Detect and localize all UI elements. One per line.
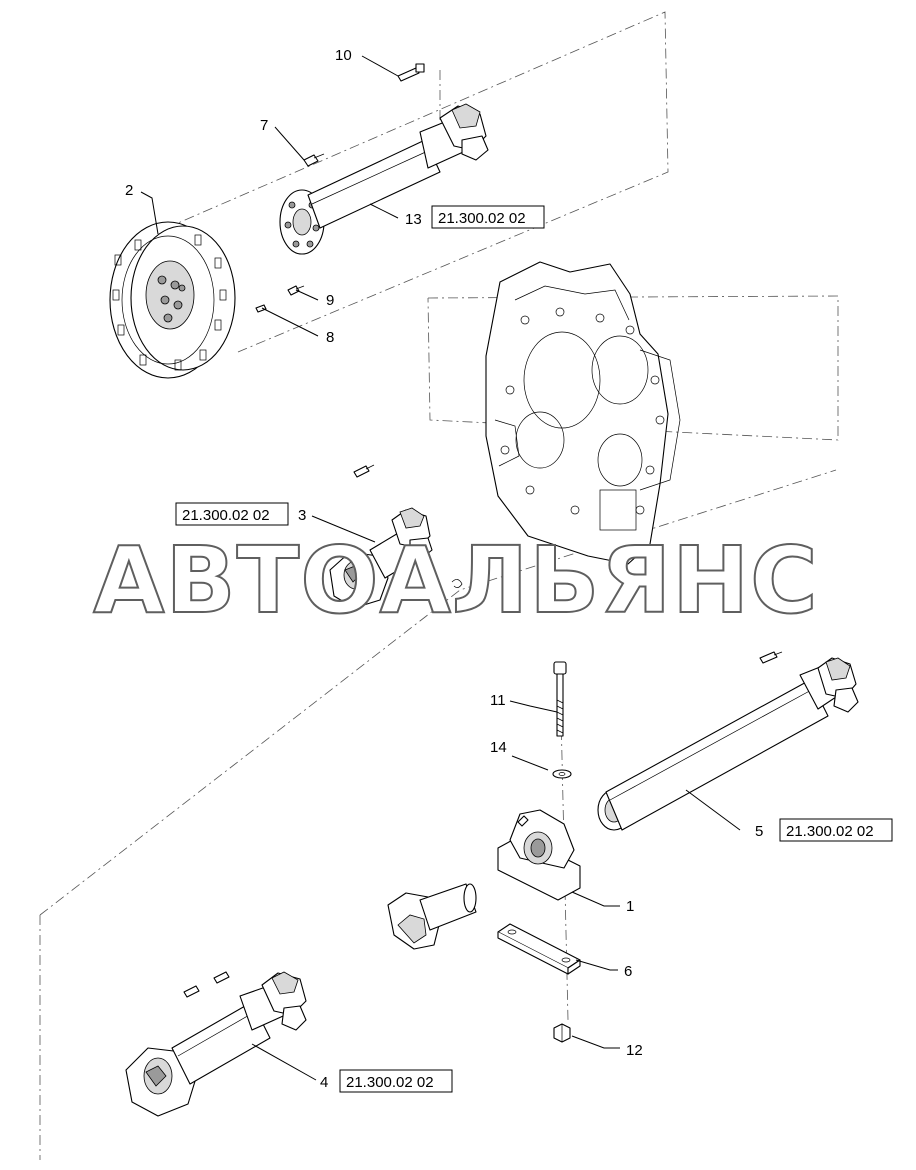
pillow-block-bearing-icon	[497, 809, 581, 901]
callout-label: 13	[405, 211, 422, 228]
callout-7[interactable]: 7	[260, 117, 305, 161]
reference-number: 21.300.02 02	[786, 823, 874, 840]
reference-number: 21.300.02 02	[438, 210, 526, 227]
reference-number: 21.300.02 02	[182, 507, 270, 524]
callout-label: 6	[624, 963, 632, 980]
callout-2[interactable]: 2	[125, 182, 159, 235]
pin-8-icon	[255, 304, 267, 313]
callout-9[interactable]: 9	[295, 289, 334, 309]
washer-14-icon	[552, 769, 572, 779]
watermark-text: АВТОАЛЬЯНС	[93, 527, 818, 634]
drive-shaft-4-icon	[125, 971, 307, 1117]
callout-8[interactable]: 8	[261, 307, 334, 346]
callout-label: 10	[335, 47, 352, 64]
mounting-plate-icon	[497, 923, 581, 975]
callout-label: 1	[626, 898, 634, 915]
callout-14[interactable]: 14	[490, 739, 549, 771]
drive-shaft-upper-icon	[279, 103, 489, 255]
callout-11[interactable]: 11	[490, 692, 558, 713]
reference-box[interactable]	[431, 205, 545, 229]
callout-label: 7	[260, 117, 268, 134]
bolt-10-icon	[397, 63, 425, 82]
callout-1[interactable]: 1	[571, 891, 634, 915]
callout-3[interactable]: 21.300.02 02 3	[175, 502, 376, 543]
callout-label: 14	[490, 739, 507, 756]
callout-4[interactable]: 4 21.300.02 02	[251, 1043, 453, 1093]
drive-shaft-5-icon	[597, 651, 859, 831]
callout-label: 8	[326, 329, 334, 346]
callout-label: 11	[490, 692, 506, 709]
reference-box[interactable]	[175, 502, 289, 526]
callout-13[interactable]: 13 21.300.02 02	[369, 203, 545, 229]
callout-label: 3	[298, 507, 306, 524]
callout-label: 12	[626, 1042, 643, 1059]
callout-label: 4	[320, 1074, 328, 1091]
callout-12[interactable]: 12	[571, 1035, 643, 1059]
reference-number: 21.300.02 02	[346, 1074, 434, 1091]
bolt-7-icon	[303, 153, 325, 167]
universal-joint-yoke-icon	[387, 883, 477, 950]
reference-box[interactable]	[779, 818, 893, 842]
reference-box[interactable]	[339, 1069, 453, 1093]
flywheel-icon	[109, 221, 236, 379]
callout-10[interactable]: 10	[335, 47, 399, 77]
drive-shaft-3-icon	[329, 464, 463, 609]
callout-label: 9	[326, 292, 334, 309]
callout-label: 2	[125, 182, 133, 199]
callout-5[interactable]: 5 21.300.02 02	[685, 789, 893, 842]
transmission-housing-icon	[485, 261, 681, 565]
nut-12-icon	[553, 1023, 571, 1043]
callout-6[interactable]: 6	[575, 959, 632, 980]
bolt-11-icon	[553, 661, 567, 737]
callout-label: 5	[755, 823, 763, 840]
